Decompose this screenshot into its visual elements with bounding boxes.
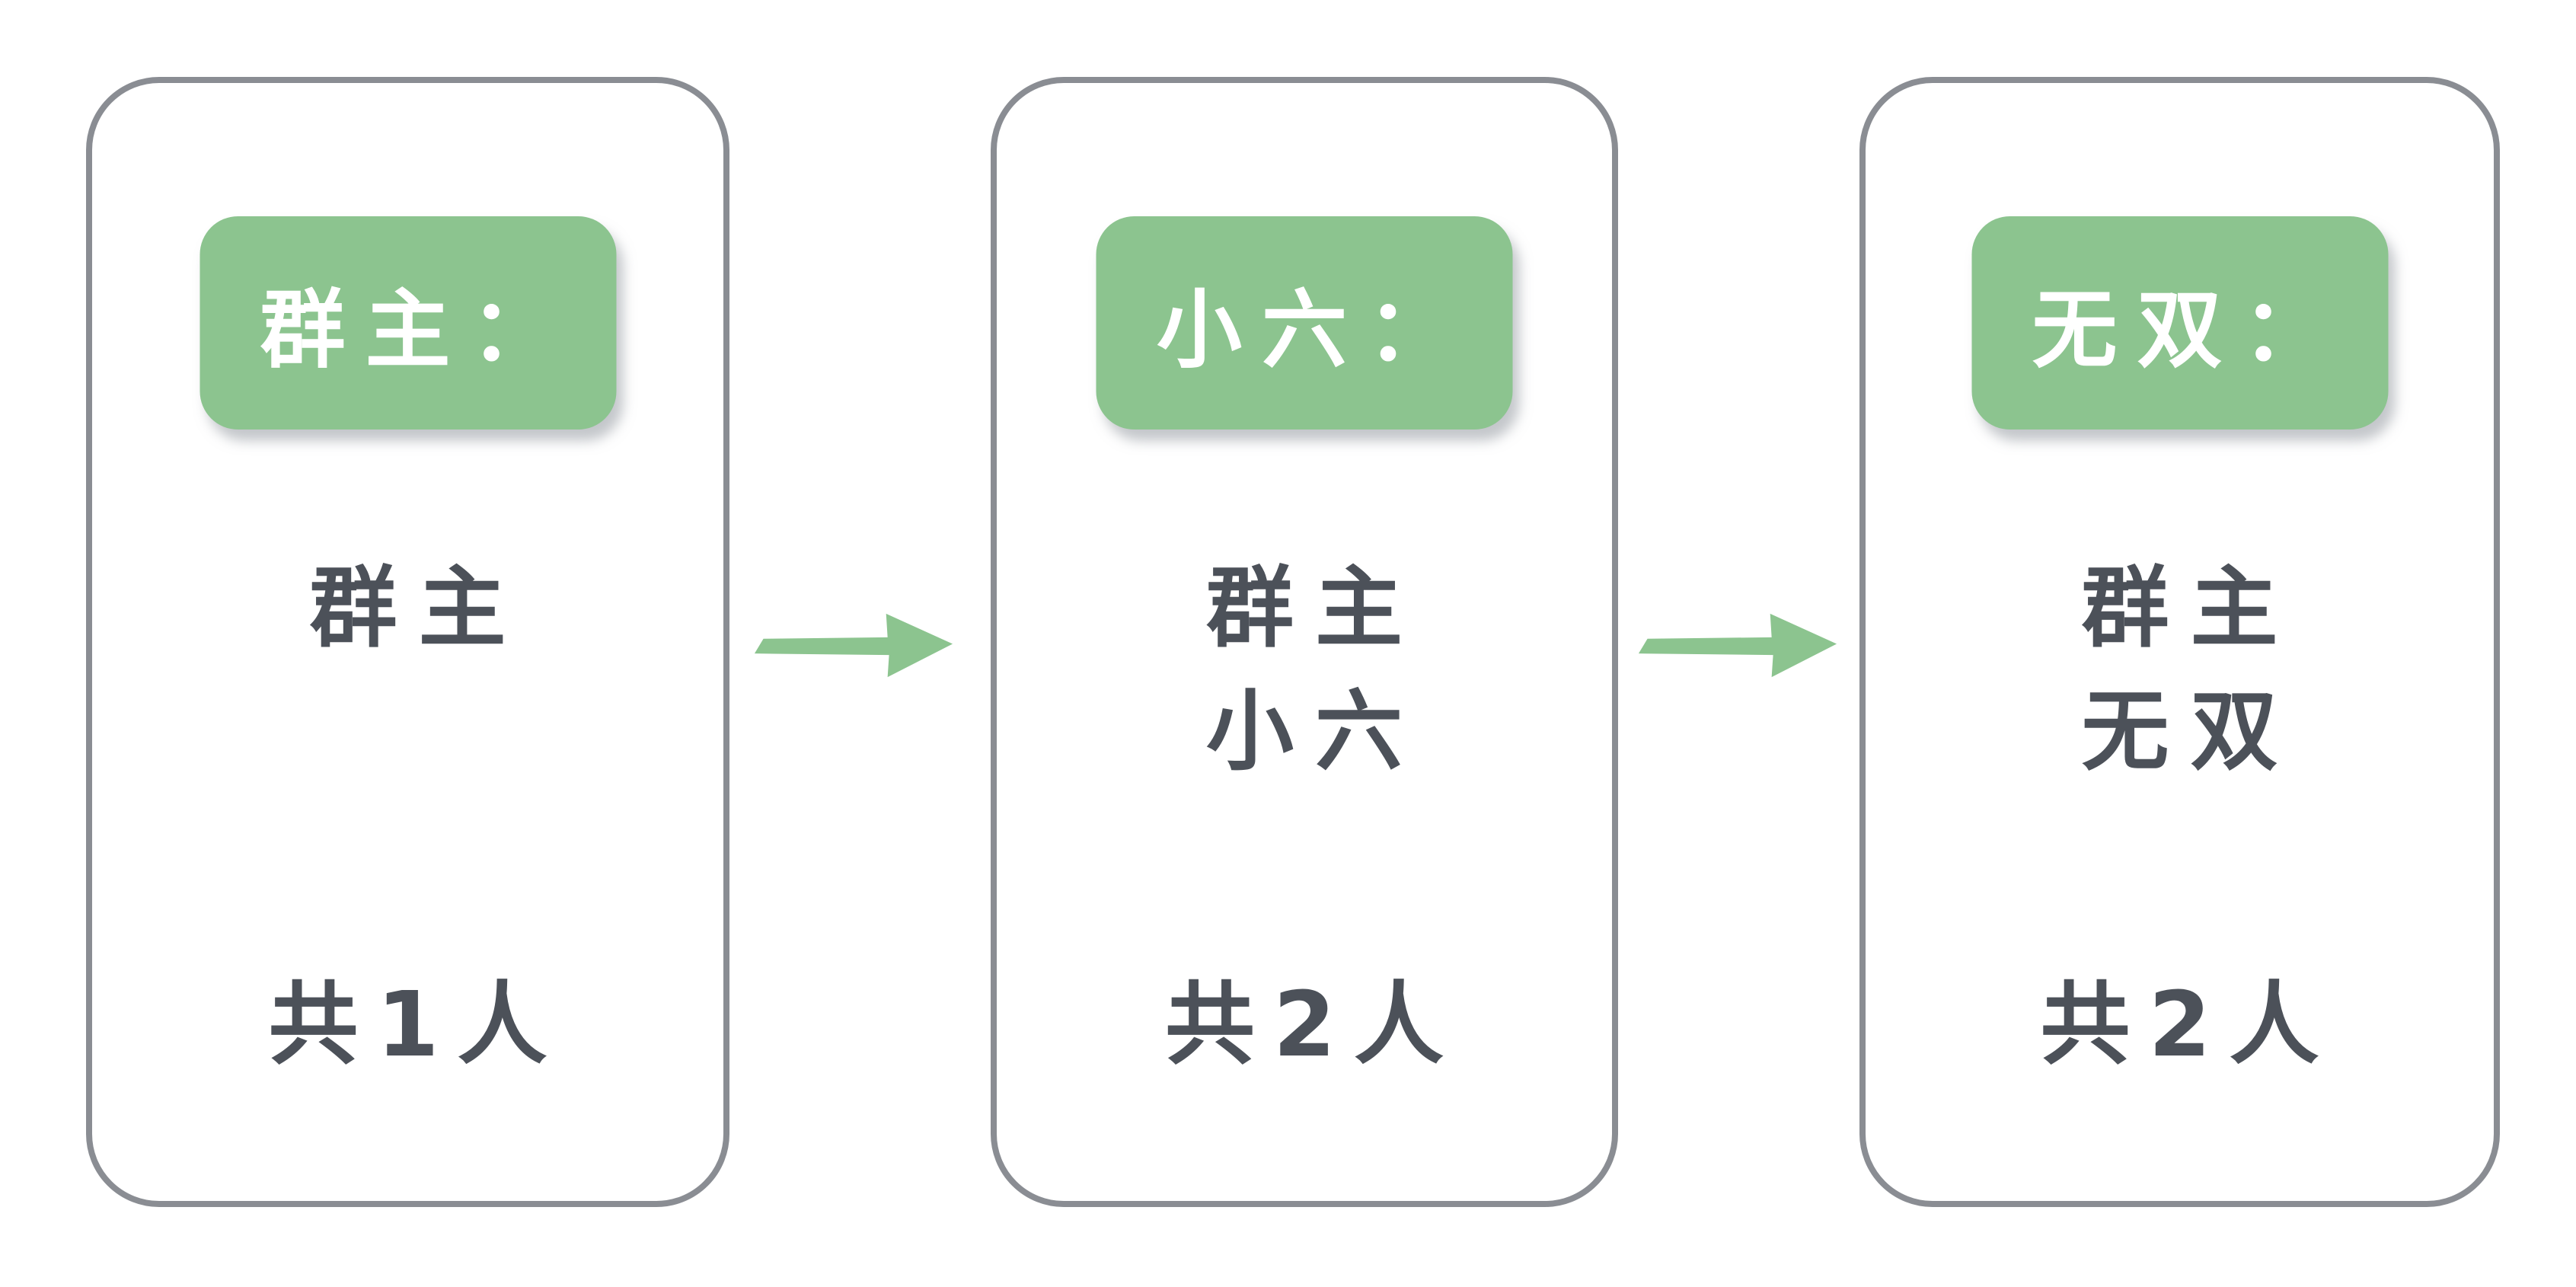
group-state-card-3: 无双： 群主 无双 共2人: [1859, 77, 2500, 1207]
member-list-line: 群主: [1205, 557, 1424, 659]
member-list-line: 群主: [309, 557, 528, 659]
arrow-right-icon: [754, 613, 953, 678]
member-list-line: 小六: [1205, 681, 1424, 783]
arrow-right-icon: [1638, 613, 1837, 678]
speaker-badge: 无双：: [1971, 216, 2388, 430]
member-count: 共1人: [268, 971, 566, 1077]
member-list-line: 群主: [2081, 557, 2300, 659]
speaker-badge: 群主：: [200, 216, 616, 430]
speaker-badge: 小六：: [1096, 216, 1513, 430]
member-list-line: 无双: [2081, 681, 2300, 783]
group-state-card-2: 小六： 群主 小六 共2人: [991, 77, 1618, 1207]
member-count: 共2人: [2040, 971, 2338, 1077]
member-count: 共2人: [1164, 971, 1463, 1077]
group-state-card-1: 群主： 群主 共1人: [86, 77, 729, 1207]
